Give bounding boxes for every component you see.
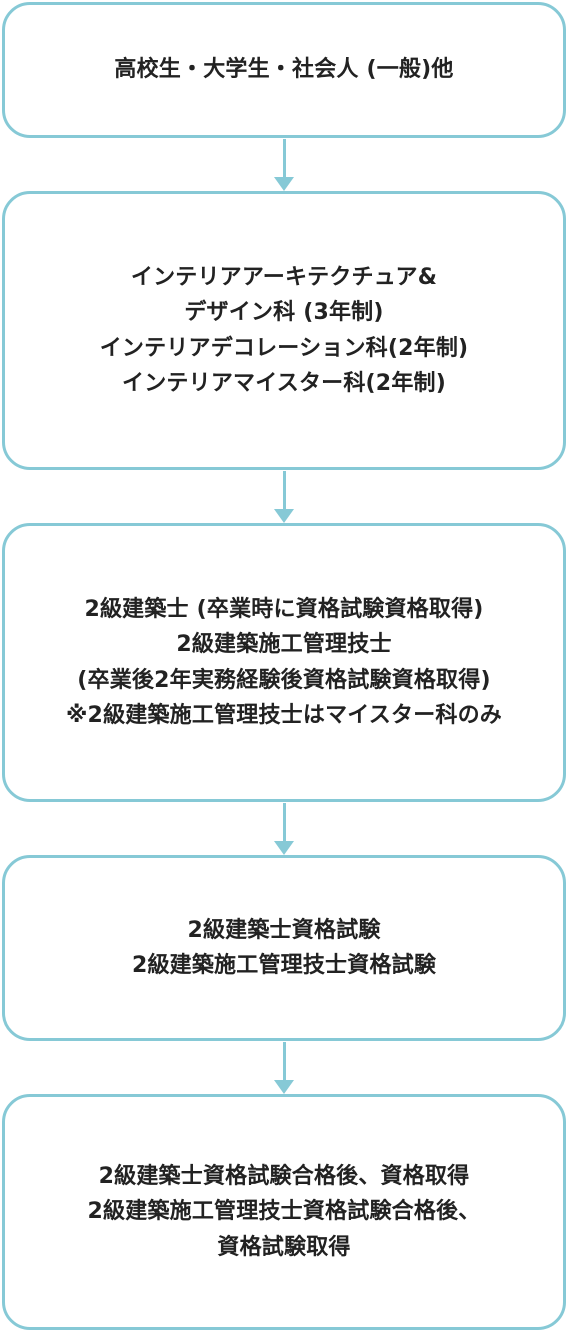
step-text-line: ※2級建築施工管理技士はマイスター科のみ (65, 702, 503, 728)
step-text-line: 資格試験取得 (217, 1234, 351, 1260)
step-text-line: 2級建築士資格試験 (187, 917, 381, 943)
step-text-line: インテリアアーキテクチュア& (130, 265, 438, 291)
flow-step-courses: インテリアアーキテクチュア& デザイン科 (3年制) インテリアデコレーション科… (2, 191, 566, 470)
flow-step-qualification-eligibility: 2級建築士 (卒業時に資格試験資格取得) 2級建築施工管理技士 (卒業後2年実務… (2, 523, 566, 802)
flow-step-exams: 2級建築士資格試験 2級建築施工管理技士資格試験 (2, 855, 566, 1041)
flow-step-entry: 高校生・大学生・社会人 (一般)他 (2, 2, 566, 138)
step-text-line: 2級建築施工管理技士 (176, 632, 392, 658)
step-text-line: インテリアマイスター科(2年制) (122, 370, 446, 396)
step-text-line: 2級建築士 (卒業時に資格試験資格取得) (84, 597, 484, 623)
flow-step-certification: 2級建築士資格試験合格後、資格取得 2級建築施工管理技士資格試験合格後、 資格試… (2, 1094, 566, 1330)
step-text-line: 2級建築施工管理技士資格試験合格後、 (87, 1199, 481, 1225)
step-text-line: デザイン科 (3年制) (184, 300, 384, 326)
step-text-line: (卒業後2年実務経験後資格試験資格取得) (77, 667, 491, 693)
step-text-line: インテリアデコレーション科(2年制) (99, 335, 469, 361)
step-text-line: 2級建築施工管理技士資格試験 (131, 953, 437, 978)
step-text-line: 高校生・大学生・社会人 (一般)他 (114, 57, 454, 83)
step-text-line: 2級建築士資格試験合格後、資格取得 (98, 1164, 470, 1190)
